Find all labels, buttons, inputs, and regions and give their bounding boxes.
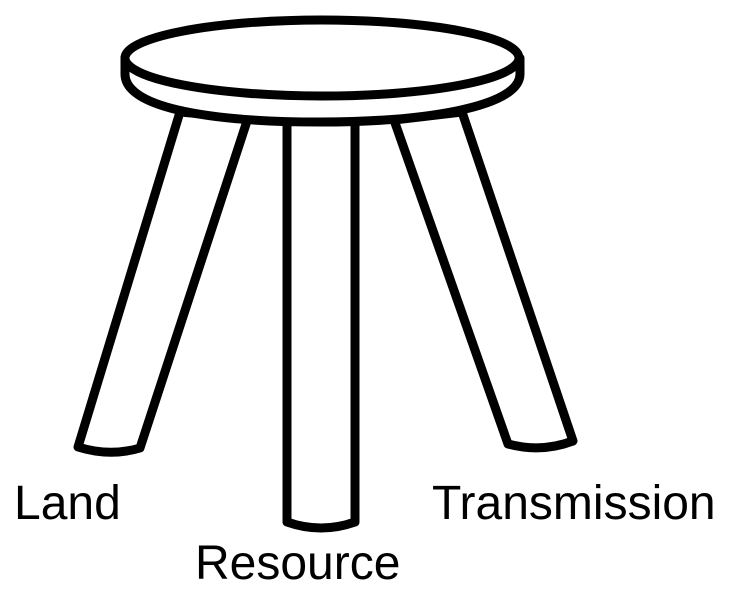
seat-top xyxy=(120,15,524,101)
resource-label: Resource xyxy=(195,537,401,590)
center-leg xyxy=(282,115,360,533)
left-leg xyxy=(73,107,253,457)
transmission-label: Transmission xyxy=(432,477,716,530)
land-label: Land xyxy=(14,477,121,530)
right-leg xyxy=(389,107,578,453)
